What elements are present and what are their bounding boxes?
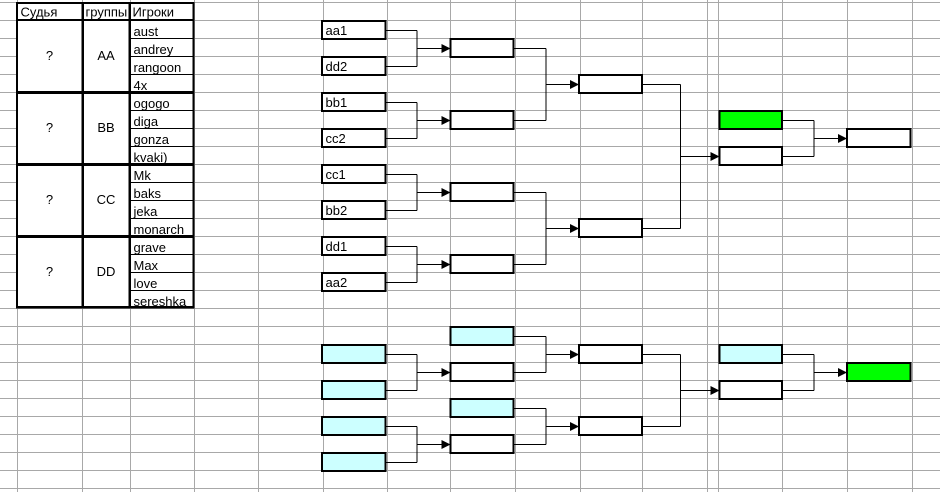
svg-text:rangoon: rangoon bbox=[134, 60, 182, 75]
svg-text:monarch: monarch bbox=[134, 222, 185, 237]
svg-text:cc1: cc1 bbox=[326, 167, 346, 182]
svg-text:?: ? bbox=[46, 48, 53, 63]
svg-text:aust: aust bbox=[134, 24, 159, 39]
svg-text:dd2: dd2 bbox=[326, 59, 348, 74]
svg-text:?: ? bbox=[46, 120, 53, 135]
svg-text:jeka: jeka bbox=[133, 204, 159, 219]
svg-text:bb2: bb2 bbox=[326, 203, 348, 218]
svg-text:andrey: andrey bbox=[134, 42, 174, 57]
svg-text:baks: baks bbox=[134, 186, 162, 201]
svg-text:Mk: Mk bbox=[134, 168, 152, 183]
svg-text:Игроки: Игроки bbox=[133, 5, 175, 20]
svg-text:CC: CC bbox=[97, 192, 116, 207]
svg-text:grave: grave bbox=[134, 240, 167, 255]
svg-text:?: ? bbox=[46, 192, 53, 207]
svg-text:diga: diga bbox=[134, 114, 159, 129]
svg-text:aa2: aa2 bbox=[326, 275, 348, 290]
svg-text:Max: Max bbox=[134, 258, 159, 273]
svg-text:bb1: bb1 bbox=[326, 95, 348, 110]
svg-text:cc2: cc2 bbox=[326, 131, 346, 146]
svg-text:AA: AA bbox=[97, 48, 115, 63]
svg-text:Судья: Судья bbox=[21, 5, 58, 20]
svg-text:4x: 4x bbox=[134, 78, 148, 93]
svg-text:DD: DD bbox=[97, 264, 116, 279]
svg-text:ogogo: ogogo bbox=[134, 96, 170, 111]
svg-text:kvaki): kvaki) bbox=[134, 150, 168, 165]
svg-text:gonza: gonza bbox=[134, 132, 170, 147]
svg-text:группы: группы bbox=[86, 5, 128, 20]
svg-text:sereshka: sereshka bbox=[134, 294, 188, 309]
svg-text:dd1: dd1 bbox=[326, 239, 348, 254]
svg-text:BB: BB bbox=[97, 120, 114, 135]
svg-text:?: ? bbox=[46, 264, 53, 279]
svg-text:love: love bbox=[134, 276, 158, 291]
svg-text:aa1: aa1 bbox=[326, 23, 348, 38]
